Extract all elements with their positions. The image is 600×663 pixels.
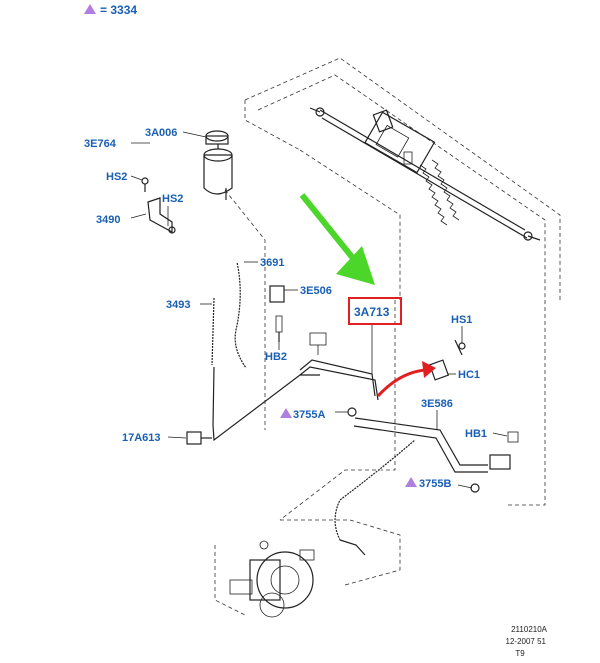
dash-line-e [214, 545, 246, 616]
red-arrowhead-icon [422, 361, 436, 378]
label-3755A: 3755A [293, 409, 325, 421]
legend-text: = 3334 [100, 3, 137, 17]
label-3E764: 3E764 [84, 138, 117, 150]
label-3A713: 3A713 [354, 305, 390, 319]
footer-date: 12-2007 51 [506, 637, 547, 646]
label-3755B: 3755B [419, 478, 451, 490]
highlight-box [348, 297, 402, 325]
clip-3755A [347, 407, 357, 417]
label-3E586: 3E586 [421, 398, 453, 410]
footer-page: T9 [515, 649, 525, 658]
clip-3755B [470, 483, 480, 493]
green-arrowhead-icon [336, 246, 375, 285]
footer-code: 2110210A [511, 625, 548, 634]
reservoir [203, 130, 233, 200]
bracket [141, 177, 176, 234]
label-3E506: 3E506 [300, 285, 332, 297]
dash-line-f [280, 519, 401, 586]
triangle-3755A-icon [280, 408, 292, 418]
dash-line-b [299, 149, 401, 300]
rack-dashed-outline [244, 57, 561, 300]
triangle-3755B-icon [405, 477, 417, 487]
steering-rack [309, 107, 541, 241]
hose-3691 [233, 261, 248, 369]
label-HB2: HB2 [265, 351, 287, 363]
dash-line-c [279, 300, 396, 521]
dash-line-a [224, 189, 266, 430]
label-HS2-b: HS2 [162, 193, 183, 205]
label-HS1: HS1 [451, 314, 472, 326]
rack-dashed-inner [257, 74, 546, 300]
label-17A613: 17A613 [122, 432, 161, 444]
red-arrow [376, 368, 427, 398]
label-3A006: 3A006 [145, 127, 177, 139]
rack-dashed-outline-2 [244, 100, 301, 151]
connector-17A613 [186, 431, 212, 445]
pipe-3493 [211, 297, 320, 442]
label-3490: 3490 [96, 214, 120, 226]
label-HC1: HC1 [458, 369, 480, 381]
power-steering-pump [229, 540, 315, 618]
label-3493: 3493 [166, 299, 190, 311]
hose-3E586 [333, 417, 519, 556]
green-arrow-shaft [299, 193, 359, 264]
label-3691: 3691 [260, 257, 284, 269]
clip-3E506 [269, 285, 285, 342]
dash-line-d [505, 300, 546, 506]
label-HS2-a: HS2 [106, 171, 127, 183]
legend-triangle-icon [84, 4, 96, 14]
leader-lines [130, 131, 508, 489]
label-HB1: HB1 [465, 428, 487, 440]
pipe-3A713 [299, 325, 379, 401]
